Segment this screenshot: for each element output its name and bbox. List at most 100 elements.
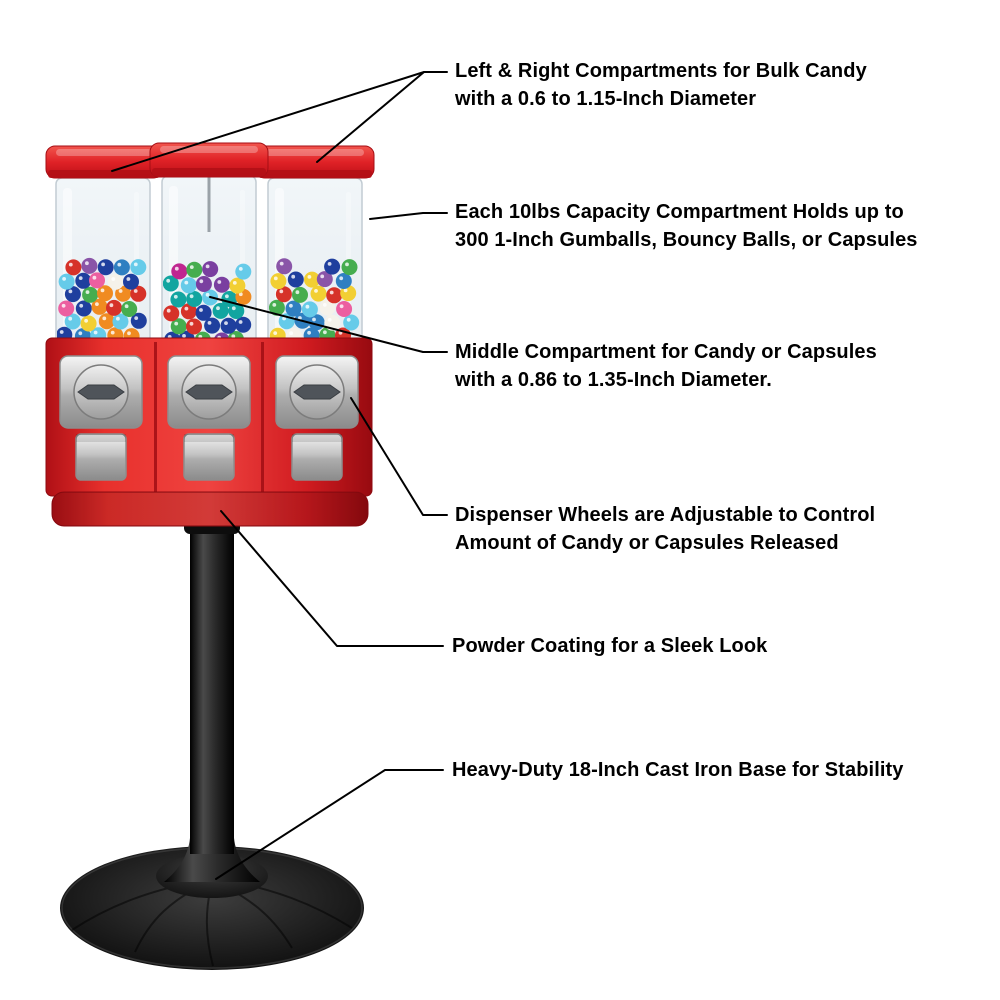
gumball bbox=[80, 315, 97, 332]
gumball-highlight bbox=[327, 262, 332, 266]
leader-line-powder-coating bbox=[220, 510, 444, 647]
gumball-highlight bbox=[217, 280, 222, 284]
gumball bbox=[229, 277, 246, 294]
gumball-highlight bbox=[85, 290, 90, 294]
gumball-highlight bbox=[62, 277, 66, 281]
gumball-highlight bbox=[345, 262, 349, 267]
gumball bbox=[163, 275, 179, 292]
gumball bbox=[64, 286, 81, 303]
gumball bbox=[98, 313, 115, 330]
leader-line-dispenser-wheels bbox=[350, 397, 448, 516]
gumball bbox=[276, 258, 293, 275]
gumball bbox=[221, 291, 238, 307]
gumball-highlight bbox=[174, 266, 179, 271]
gumball bbox=[75, 272, 92, 289]
gumball bbox=[107, 273, 124, 290]
gumball bbox=[64, 313, 81, 330]
base-disc bbox=[60, 846, 364, 970]
gumball-highlight bbox=[205, 292, 210, 297]
body-base-plate bbox=[51, 491, 369, 527]
gumball-highlight bbox=[339, 304, 344, 309]
gumball bbox=[89, 272, 105, 289]
gumball-highlight bbox=[118, 289, 123, 293]
gumball-highlight bbox=[289, 303, 293, 308]
gumball bbox=[212, 302, 229, 319]
gumball-highlight bbox=[116, 316, 120, 321]
base-plate-shade bbox=[52, 492, 368, 526]
gumball-highlight bbox=[102, 316, 107, 321]
gumball bbox=[130, 259, 147, 276]
gumball bbox=[170, 318, 187, 335]
candy-flap[interactable] bbox=[291, 433, 343, 481]
leader-line-right-compartment bbox=[316, 71, 425, 163]
gumball-highlight bbox=[279, 261, 284, 266]
candy-flap[interactable] bbox=[75, 433, 127, 481]
candy-flap[interactable] bbox=[183, 433, 235, 481]
gumball bbox=[235, 263, 252, 280]
gumball bbox=[336, 301, 353, 317]
gumball-highlight bbox=[238, 267, 243, 271]
dispenser-middle bbox=[167, 355, 251, 481]
gumball bbox=[204, 317, 221, 334]
gumball bbox=[186, 291, 203, 307]
gumball-highlight bbox=[109, 303, 114, 308]
wheel-handle[interactable] bbox=[293, 384, 341, 400]
gumball-highlight bbox=[231, 306, 236, 311]
gumball bbox=[202, 261, 219, 278]
wheel-handle[interactable] bbox=[185, 384, 233, 400]
gumball-highlight bbox=[291, 274, 296, 279]
gumball bbox=[220, 317, 237, 334]
gumball-highlight bbox=[92, 275, 97, 280]
callout-cast-iron-base: Heavy-Duty 18-Inch Cast Iron Base for St… bbox=[452, 756, 904, 784]
gumball bbox=[285, 300, 302, 317]
flap-shadow bbox=[292, 434, 342, 442]
gumball-highlight bbox=[184, 280, 189, 285]
gumball bbox=[310, 285, 327, 302]
gumball-highlight bbox=[189, 321, 194, 326]
gumball bbox=[58, 300, 75, 317]
gumball bbox=[106, 299, 122, 316]
gumball bbox=[91, 298, 108, 315]
gumball-highlight bbox=[133, 289, 138, 293]
gumball-highlight bbox=[322, 303, 327, 307]
gumball bbox=[316, 271, 333, 288]
callout-text-line: Middle Compartment for Candy or Capsules bbox=[455, 341, 877, 363]
gumball bbox=[171, 263, 188, 280]
gumball bbox=[335, 273, 352, 289]
callout-text-line: Left & Right Compartments for Bulk Candy bbox=[455, 60, 867, 82]
gumball-highlight bbox=[225, 294, 229, 299]
gumball-highlight bbox=[273, 331, 278, 335]
gumball-highlight bbox=[59, 330, 64, 334]
callout-text-line: Powder Coating for a Sleek Look bbox=[452, 635, 768, 657]
gumball-highlight bbox=[61, 303, 66, 308]
callout-capacity: Each 10lbs Capacity Compartment Holds up… bbox=[455, 198, 918, 254]
gumball bbox=[170, 291, 187, 308]
gumball bbox=[186, 318, 202, 335]
wheel-handle[interactable] bbox=[77, 384, 125, 400]
gumball-highlight bbox=[346, 317, 351, 322]
gumball-highlight bbox=[329, 290, 334, 295]
gumball-highlight bbox=[312, 317, 316, 322]
gumball bbox=[301, 301, 318, 318]
dispenser-right bbox=[275, 355, 359, 481]
gumball bbox=[113, 259, 130, 276]
gumball-highlight bbox=[78, 276, 83, 280]
gumball bbox=[121, 301, 138, 317]
dispenser-body bbox=[45, 337, 373, 527]
dispenser-left bbox=[59, 355, 143, 481]
gumball bbox=[58, 273, 75, 290]
gumball bbox=[81, 257, 98, 274]
gumball-highlight bbox=[238, 292, 243, 297]
callout-text-line: 300 1-Inch Gumballs, Bouncy Balls, or Ca… bbox=[455, 229, 918, 251]
gumball-highlight bbox=[182, 334, 186, 338]
leader-lines bbox=[111, 71, 448, 880]
gumball bbox=[180, 303, 197, 320]
gumball-highlight bbox=[231, 334, 236, 339]
gumball-highlight bbox=[189, 265, 194, 269]
gumball bbox=[97, 259, 114, 276]
gumball-highlight bbox=[273, 276, 278, 281]
gumball bbox=[341, 259, 358, 276]
gumball-highlight bbox=[133, 262, 138, 267]
gumball-highlight bbox=[343, 288, 348, 293]
